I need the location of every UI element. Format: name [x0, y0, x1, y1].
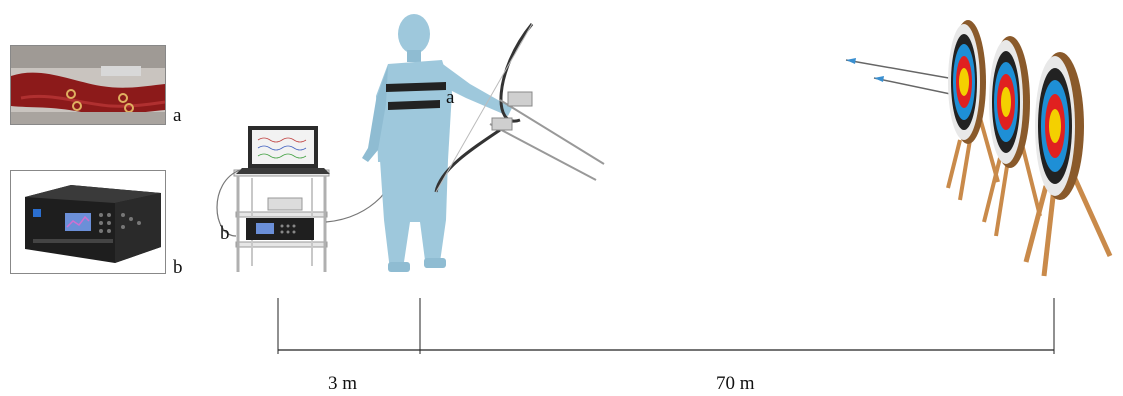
cart-device-label: b [220, 224, 230, 243]
flying-arrows [846, 58, 960, 96]
archer-figure [362, 14, 512, 272]
distance-scale [278, 298, 1054, 354]
bow-and-arrows [436, 24, 604, 192]
distance-label-70m: 70 m [716, 374, 755, 393]
archery-target-icon [948, 20, 1110, 276]
laptop-icon [236, 126, 330, 174]
distance-label-3m: 3 m [328, 374, 357, 393]
archer-belt-label: a [446, 88, 454, 107]
equipment-cart [234, 170, 329, 272]
